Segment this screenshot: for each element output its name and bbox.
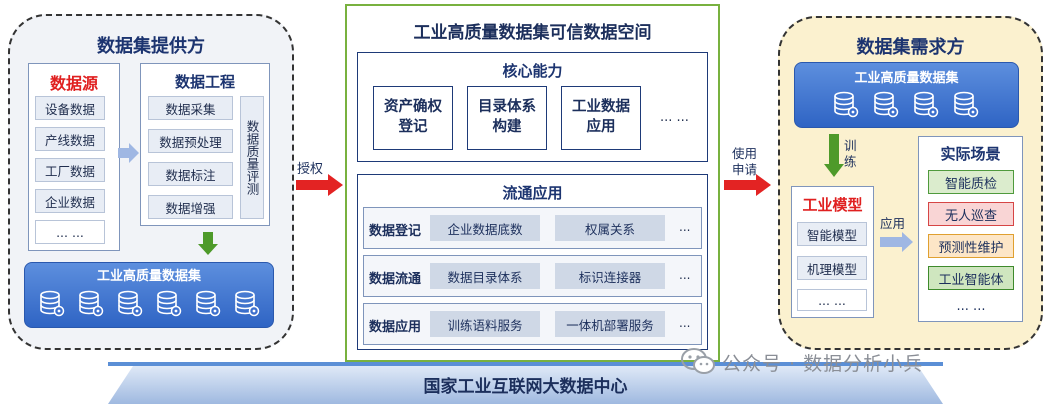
engineering-item: 数据增强 <box>148 195 233 219</box>
source-item: 工厂数据 <box>35 158 105 182</box>
quality-eval-label: 数据质量评测 <box>240 96 264 219</box>
core-title: 核心能力 <box>502 62 563 80</box>
engineering-item: 数据标注 <box>148 162 233 186</box>
arrow-down-icon <box>824 134 844 177</box>
circulation-title: 流通应用 <box>502 184 563 202</box>
data-source-title: 数据源 <box>49 74 98 93</box>
source-item: 产线数据 <box>35 127 105 151</box>
demander-title: 数据集需求方 <box>856 37 965 58</box>
row-item: 权属关系 <box>555 215 665 241</box>
row-item: 一体机部署服务 <box>555 311 665 337</box>
platform-title: 国家工业互联网大数据中心 <box>423 377 628 397</box>
platform-line <box>108 362 943 366</box>
demander-dataset-title-wrap: 工业高质量数据集 <box>794 67 1019 86</box>
row-label: 数据应用 <box>369 320 422 335</box>
demander-db-icons <box>826 89 986 121</box>
industrial-model-title: 工业模型 <box>802 196 863 214</box>
database-icon <box>39 290 64 317</box>
row-item: 数据目录体系 <box>430 263 540 289</box>
core-more: ... ... <box>660 110 689 125</box>
train-label: 训练 <box>844 138 857 169</box>
arrow-right-red-icon <box>296 174 343 196</box>
row-item: 标识连接器 <box>555 263 665 289</box>
database-icon <box>78 290 103 317</box>
data-source-box <box>28 63 120 251</box>
engineering-item: 数据采集 <box>148 96 233 120</box>
scene-item: 预测性维护 <box>928 234 1014 258</box>
scene-item: 工业智能体 <box>928 266 1014 290</box>
scenes-title: 实际场景 <box>940 145 1001 163</box>
source-item: 企业数据 <box>35 189 105 213</box>
provider-dataset-title-wrap: 工业高质量数据集 <box>24 265 274 284</box>
database-icon <box>195 290 220 317</box>
database-icon <box>234 290 259 317</box>
center-title: 工业高质量数据集可信数据空间 <box>413 23 652 43</box>
demander-dataset-bar <box>794 62 1019 128</box>
database-icon <box>954 91 979 118</box>
arrow-right-icon <box>880 232 913 252</box>
database-icon <box>117 290 142 317</box>
row-label: 数据流通 <box>369 272 422 287</box>
model-item: 智能模型 <box>797 222 867 246</box>
provider-title: 数据集提供方 <box>97 36 205 57</box>
row-item: 企业数据底数 <box>430 215 540 241</box>
database-icon <box>874 91 899 118</box>
arrow-right-icon <box>118 143 139 163</box>
arrow-right-red-icon <box>724 174 771 196</box>
platform-base <box>108 366 943 404</box>
provider-dataset-title: 工业高质量数据集 <box>96 269 201 284</box>
row-more: ... <box>679 220 691 234</box>
apply-scene-label: 应用 <box>880 216 906 231</box>
model-item: 机理模型 <box>797 256 867 280</box>
scene-item: 智能质检 <box>928 170 1014 194</box>
provider-dataset-bar <box>24 262 274 328</box>
source-item: ... ... <box>35 220 105 244</box>
wechat-icon <box>681 348 715 374</box>
row-more: ... <box>679 268 691 282</box>
core-item: 工业数据应用 <box>561 86 641 150</box>
row-more: ... <box>679 316 691 330</box>
source-item: 设备数据 <box>35 96 105 120</box>
data-engineering-title: 数据工程 <box>174 73 235 91</box>
row-item: 训练语料服务 <box>430 311 540 337</box>
row-label: 数据登记 <box>369 224 422 239</box>
engineering-item: 数据预处理 <box>148 129 233 153</box>
auth-label: 授权 <box>297 162 324 177</box>
scene-item: ... ... <box>928 296 1014 316</box>
scene-item: 无人巡查 <box>928 202 1014 226</box>
watermark-text: 公众号 · 数据分析小兵 <box>722 353 924 375</box>
arrow-down-icon <box>198 232 218 255</box>
apply-label: 使用申请 <box>732 146 758 177</box>
database-icon <box>156 290 181 317</box>
demander-dataset-title: 工业高质量数据集 <box>854 71 959 86</box>
provider-db-icons <box>32 288 266 320</box>
scenes-box <box>918 136 1023 322</box>
core-item: 资产确权登记 <box>373 86 453 150</box>
model-item: ... ... <box>797 289 867 311</box>
core-item: 目录体系构建 <box>467 86 547 150</box>
database-icon <box>914 91 939 118</box>
database-icon <box>834 91 859 118</box>
